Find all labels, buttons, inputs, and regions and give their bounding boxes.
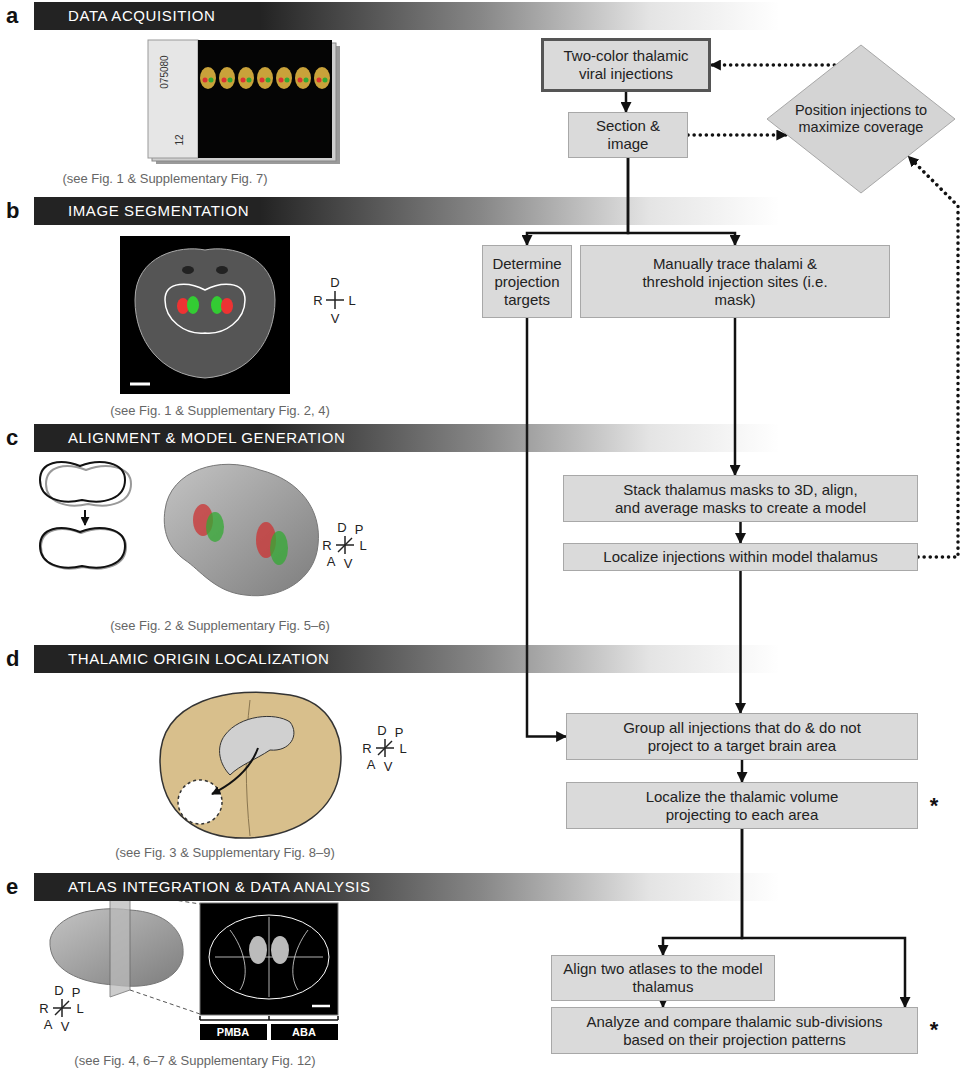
atlas-bar-label: PMBA: [217, 1027, 249, 1038]
process-box: Localize the thalamic volume projecting …: [566, 782, 918, 829]
box-text-group: Manually trace thalami & threshold injec…: [640, 255, 830, 309]
figure-reference: (see Fig. 1 & Supplementary Fig. 2, 4): [110, 404, 330, 417]
flow-arrow: [739, 522, 742, 543]
axis-label: A: [327, 555, 336, 568]
process-box: Determine projection targets: [482, 245, 572, 318]
flow-arrow: [527, 318, 566, 737]
section-banner: b IMAGE SEGMENTATION: [0, 197, 971, 225]
section-title: DATA ACQUISITION: [68, 2, 215, 30]
flow-arrow: [625, 92, 628, 112]
box-text-group: Localize the thalamic volume projecting …: [637, 788, 847, 824]
feedback-arrow: [688, 133, 786, 137]
axis-label: D: [330, 276, 339, 289]
axis-label: V: [331, 312, 340, 325]
box-text-group: Determine projection targets: [489, 255, 565, 309]
box-text: Stack thalamus masks to 3D, align, and a…: [611, 481, 871, 517]
axis-label: V: [344, 557, 353, 570]
axis-label: L: [76, 1002, 83, 1015]
process-box: Align two atlases to the model thalamus: [551, 955, 775, 1001]
box-text-group: Align two atlases to the model thalamus: [558, 960, 768, 996]
section-title: ALIGNMENT & MODEL GENERATION: [68, 424, 345, 452]
process-box: Group all injections that do & do not pr…: [566, 713, 918, 760]
box-text-group: Analyze and compare thalamic sub-divisio…: [585, 1013, 885, 1049]
brain-drawing: [160, 692, 341, 838]
feedback-arrow: [711, 63, 834, 67]
atlas-slice: [50, 893, 338, 1040]
box-text-group: Section & image: [575, 117, 681, 153]
box-text-group: Two-color thalamic viral injections: [551, 47, 701, 83]
axis-label: V: [384, 760, 393, 773]
box-text: Two-color thalamic viral injections: [551, 47, 701, 83]
figure-reference: (see Fig. 3 & Supplementary Fig. 8–9): [115, 846, 335, 859]
section-banner: e ATLAS INTEGRATION & DATA ANALYSIS: [0, 873, 971, 901]
process-box: Localize injections within model thalamu…: [563, 543, 918, 571]
diamond-text: Position injections to maximize coverage: [786, 102, 936, 137]
axis-label: P: [395, 726, 404, 739]
slide-label: 075080: [160, 55, 170, 88]
box-text: Align two atlases to the model thalamus: [558, 960, 768, 996]
atlas-bar-label: ABA: [292, 1027, 316, 1038]
section-banner: d THALAMIC ORIGIN LOCALIZATION: [0, 645, 971, 673]
axis-label: A: [44, 1018, 53, 1031]
axis-label: A: [367, 758, 376, 771]
box-text: Group all injections that do & do not pr…: [607, 719, 877, 755]
axis-label: D: [377, 724, 386, 737]
axis-label: P: [355, 523, 364, 536]
axis-label: L: [359, 539, 366, 552]
axis-label: D: [337, 521, 346, 534]
box-text: Localize the thalamic volume projecting …: [637, 788, 847, 824]
process-box: Section & image: [568, 112, 688, 158]
figure-reference: (see Fig. 1 & Supplementary Fig. 7): [62, 172, 267, 185]
axis-label: P: [72, 986, 81, 999]
section-title: THALAMIC ORIGIN LOCALIZATION: [68, 645, 330, 673]
box-text: Determine projection targets: [489, 255, 565, 309]
axis-label: V: [61, 1020, 70, 1033]
axis-label: L: [348, 294, 355, 307]
axis-label: L: [399, 742, 406, 755]
axis-label: D: [54, 984, 63, 997]
axis-label: R: [362, 742, 371, 755]
decision-diamond: Position injections to maximize coverage: [766, 44, 956, 194]
figure-reference: (see Fig. 4, 6–7 & Supplementary Fig. 12…: [74, 1054, 315, 1067]
section-title: IMAGE SEGMENTATION: [68, 197, 249, 225]
box-text: Manually trace thalami & threshold injec…: [640, 255, 830, 309]
flow-arrow: [741, 760, 744, 782]
start-box: Two-color thalamic viral injections: [541, 38, 711, 92]
panel-letter: e: [6, 873, 18, 901]
thalamus-model: [164, 464, 318, 595]
section-banner: c ALIGNMENT & MODEL GENERATION: [0, 424, 971, 452]
figure-reference: (see Fig. 2 & Supplementary Fig. 5–6): [110, 619, 330, 632]
asterisk-note: *: [930, 1019, 939, 1041]
box-text: Localize injections within model thalamu…: [603, 548, 877, 566]
panel-letter: d: [6, 645, 19, 673]
panel-letter: b: [6, 197, 19, 225]
axis-label: R: [313, 294, 322, 307]
slide-stack: [148, 40, 340, 164]
box-text: Section & image: [575, 117, 681, 153]
flow-arrow: [739, 571, 742, 713]
section-banner: a DATA ACQUISITION: [0, 2, 971, 30]
diamond-outline: [767, 45, 955, 193]
axis-label: R: [39, 1002, 48, 1015]
box-text-group: Localize injections within model thalamu…: [603, 548, 877, 566]
process-box: Analyze and compare thalamic sub-divisio…: [551, 1007, 918, 1054]
asterisk-note: *: [930, 795, 939, 817]
process-box: Manually trace thalami & threshold injec…: [580, 245, 890, 318]
box-text: Analyze and compare thalamic sub-divisio…: [585, 1013, 885, 1049]
section-title: ATLAS INTEGRATION & DATA ANALYSIS: [68, 873, 371, 901]
axis-label: R: [322, 539, 331, 552]
box-text-group: Stack thalamus masks to 3D, align, and a…: [611, 481, 871, 517]
panel-letter: a: [6, 2, 18, 30]
box-text-group: Group all injections that do & do not pr…: [607, 719, 877, 755]
process-box: Stack thalamus masks to 3D, align, and a…: [563, 475, 918, 522]
slide-label: 12: [175, 134, 185, 145]
outline-alignment: [40, 462, 131, 569]
coronal-section: [120, 236, 290, 394]
panel-letter: c: [6, 424, 18, 452]
